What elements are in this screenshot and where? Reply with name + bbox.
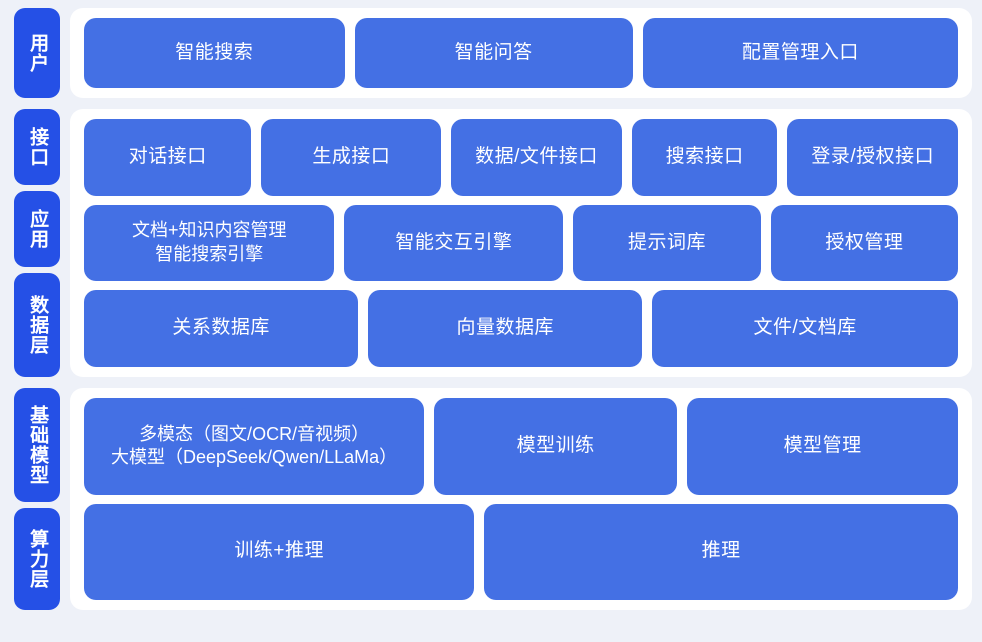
layer-tab-interface-label: 接口 — [27, 126, 49, 167]
box-vector-database[interactable]: 向量数据库 — [368, 290, 643, 368]
box-generation-api-label: 生成接口 — [312, 145, 391, 167]
box-file-document-repository-label: 文件/文档库 — [753, 317, 857, 339]
layer-tab-user-label: 用户 — [27, 33, 49, 73]
layer-tab-data-label: 数据层 — [27, 294, 49, 355]
layer-tab-foundation-model-label: 基础模型 — [27, 404, 49, 485]
box-login-auth-api[interactable]: 登录/授权接口 — [787, 119, 958, 196]
box-inference-label: 推理 — [701, 540, 741, 562]
box-document-knowledge-management-label: 文档+知识内容管理 智能搜索引擎 — [131, 220, 287, 264]
row-user: 智能搜索 智能问答 配置管理入口 — [84, 18, 958, 88]
box-training-plus-inference-label: 训练+推理 — [234, 540, 324, 562]
layer-tab-compute[interactable]: 算力层 — [14, 507, 60, 610]
layer-tab-application[interactable]: 应用 — [14, 190, 60, 267]
tab-column-user: 用户 — [14, 8, 60, 98]
box-config-management-entry[interactable]: 配置管理入口 — [642, 18, 958, 88]
box-dialog-api-label: 对话接口 — [128, 145, 207, 167]
box-smart-qa[interactable]: 智能问答 — [354, 18, 633, 88]
box-multimodal-large-model[interactable]: 多模态（图文/OCR/音视频） 大模型（DeepSeek/Qwen/LLaMa） — [84, 398, 425, 495]
box-authorization-management[interactable]: 授权管理 — [770, 204, 958, 282]
box-data-file-api-label: 数据/文件接口 — [475, 145, 598, 167]
box-vector-database-label: 向量数据库 — [456, 317, 555, 339]
box-prompt-library-label: 提示词库 — [628, 231, 707, 253]
box-model-management[interactable]: 模型管理 — [687, 398, 958, 495]
box-document-knowledge-management[interactable]: 文档+知识内容管理 智能搜索引擎 — [84, 204, 335, 282]
box-smart-search-label: 智能搜索 — [175, 41, 254, 63]
box-inference[interactable]: 推理 — [484, 503, 958, 600]
tab-column-bottom: 基础模型 算力层 — [14, 388, 60, 610]
layer-tab-interface[interactable]: 接口 — [14, 109, 60, 185]
box-model-training[interactable]: 模型训练 — [434, 398, 678, 495]
box-model-management-label: 模型管理 — [783, 434, 862, 456]
layer-tab-foundation-model[interactable]: 基础模型 — [14, 388, 60, 502]
panel-bottom: 多模态（图文/OCR/音视频） 大模型（DeepSeek/Qwen/LLaMa）… — [70, 388, 972, 610]
box-data-file-api[interactable]: 数据/文件接口 — [451, 119, 622, 196]
box-config-management-entry-label: 配置管理入口 — [741, 41, 859, 63]
row-application: 文档+知识内容管理 智能搜索引擎 智能交互引擎 提示词库 授权管理 — [84, 204, 958, 282]
box-authorization-management-label: 授权管理 — [825, 231, 904, 253]
box-relational-database[interactable]: 关系数据库 — [84, 290, 359, 368]
box-smart-search[interactable]: 智能搜索 — [84, 18, 345, 88]
box-model-training-label: 模型训练 — [516, 434, 595, 456]
box-smart-interaction-engine-label: 智能交互引擎 — [395, 231, 513, 253]
panel-middle: 对话接口 生成接口 数据/文件接口 搜索接口 登录/授权接口 文档+知识内容管理… — [70, 109, 972, 377]
box-smart-interaction-engine[interactable]: 智能交互引擎 — [344, 204, 564, 282]
row-compute: 训练+推理 推理 — [84, 503, 958, 600]
section-middle: 接口 应用 数据层 对话接口 生成接口 数据/文件接口 — [14, 109, 972, 378]
box-relational-database-label: 关系数据库 — [172, 317, 270, 339]
tab-column-middle: 接口 应用 数据层 — [14, 109, 60, 378]
section-bottom: 基础模型 算力层 多模态（图文/OCR/音视频） 大模型（DeepSeek/Qw… — [14, 388, 972, 610]
section-user: 用户 智能搜索 智能问答 配置管理入口 — [14, 8, 972, 98]
row-interface: 对话接口 生成接口 数据/文件接口 搜索接口 登录/授权接口 — [84, 119, 958, 196]
box-multimodal-large-model-label: 多模态（图文/OCR/音视频） 大模型（DeepSeek/Qwen/LLaMa） — [111, 423, 398, 468]
layer-tab-user[interactable]: 用户 — [14, 8, 60, 98]
layer-tab-data[interactable]: 数据层 — [14, 272, 60, 378]
box-training-plus-inference[interactable]: 训练+推理 — [84, 503, 475, 600]
box-prompt-library[interactable]: 提示词库 — [573, 204, 761, 282]
box-dialog-api[interactable]: 对话接口 — [84, 119, 252, 196]
row-foundation-model: 多模态（图文/OCR/音视频） 大模型（DeepSeek/Qwen/LLaMa）… — [84, 398, 958, 495]
panel-user: 智能搜索 智能问答 配置管理入口 — [70, 8, 972, 98]
box-generation-api[interactable]: 生成接口 — [261, 119, 442, 196]
box-search-api-label: 搜索接口 — [665, 145, 744, 167]
box-file-document-repository[interactable]: 文件/文档库 — [652, 290, 958, 368]
box-search-api[interactable]: 搜索接口 — [631, 119, 778, 196]
layer-tab-application-label: 应用 — [27, 208, 49, 249]
box-smart-qa-label: 智能问答 — [454, 41, 533, 63]
box-login-auth-api-label: 登录/授权接口 — [811, 145, 935, 167]
layer-tab-compute-label: 算力层 — [27, 528, 49, 589]
row-data: 关系数据库 向量数据库 文件/文档库 — [84, 290, 958, 368]
